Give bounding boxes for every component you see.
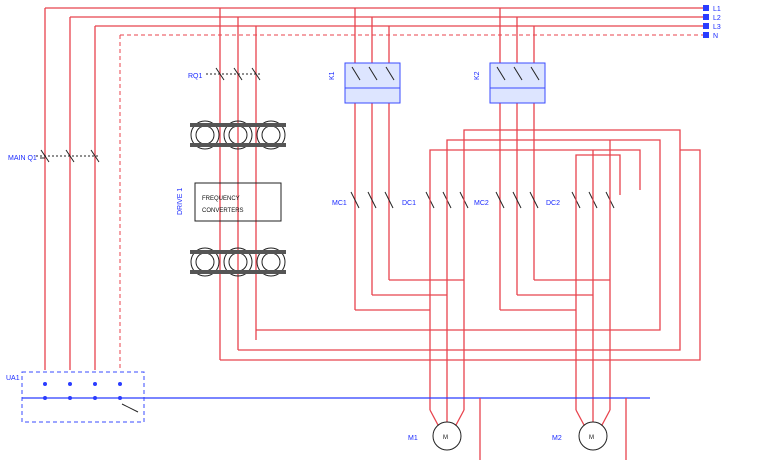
bypass-returns xyxy=(220,149,701,361)
contactor-k2: K2 xyxy=(474,8,546,310)
lower-choke xyxy=(190,247,286,277)
switch-group-b: MC2 DC2 xyxy=(474,140,615,410)
motor-m2: M M2 xyxy=(552,398,627,460)
motor-m1-label: M1 xyxy=(408,435,418,442)
terminal-n-label: N xyxy=(713,33,718,40)
motor-m1-symbol: M xyxy=(443,435,448,441)
contactor-k1: K1 xyxy=(329,8,401,310)
converter-text-2: CONVERTERS xyxy=(202,208,244,214)
terminal-l1-label: L1 xyxy=(713,6,721,13)
return-loops-top xyxy=(238,129,681,351)
terminal-l3-label: L3 xyxy=(713,24,721,31)
inverter-breaker-label: RQ1 xyxy=(188,73,203,80)
motor-m1: M M1 xyxy=(408,398,481,460)
terminal-block: UA1 xyxy=(6,371,650,423)
mc1-label: MC1 xyxy=(332,200,347,207)
motor-m2-label: M2 xyxy=(552,435,562,442)
contactor-k2-label: K2 xyxy=(474,71,481,80)
inverter-breaker: RQ1 xyxy=(188,67,262,81)
converter-text-1: FREQUENCY xyxy=(202,196,240,202)
inverter-branch xyxy=(219,8,257,360)
mc2-label: MC2 xyxy=(474,200,489,207)
supply-bus xyxy=(45,5,709,38)
mains-breaker-label: MAIN Q1 xyxy=(8,155,37,162)
left-feeder xyxy=(44,8,121,370)
drive-label: DRIVE 1 xyxy=(177,188,184,215)
switch-group-a: MC1 DC1 xyxy=(332,140,469,410)
upper-choke xyxy=(190,120,286,150)
frequency-converter: FREQUENCY CONVERTERS DRIVE 1 xyxy=(177,182,282,222)
dc2-label: DC2 xyxy=(546,200,560,207)
terminal-l2-label: L2 xyxy=(713,15,721,22)
supply-terminal-labels: L1 L2 L3 N xyxy=(713,6,721,40)
terminal-block-label: UA1 xyxy=(6,375,20,382)
motor-m2-symbol: M xyxy=(589,435,594,441)
dc1-label: DC1 xyxy=(402,200,416,207)
mains-breaker: MAIN Q1 xyxy=(8,149,100,163)
contactor-k1-label: K1 xyxy=(329,71,336,80)
